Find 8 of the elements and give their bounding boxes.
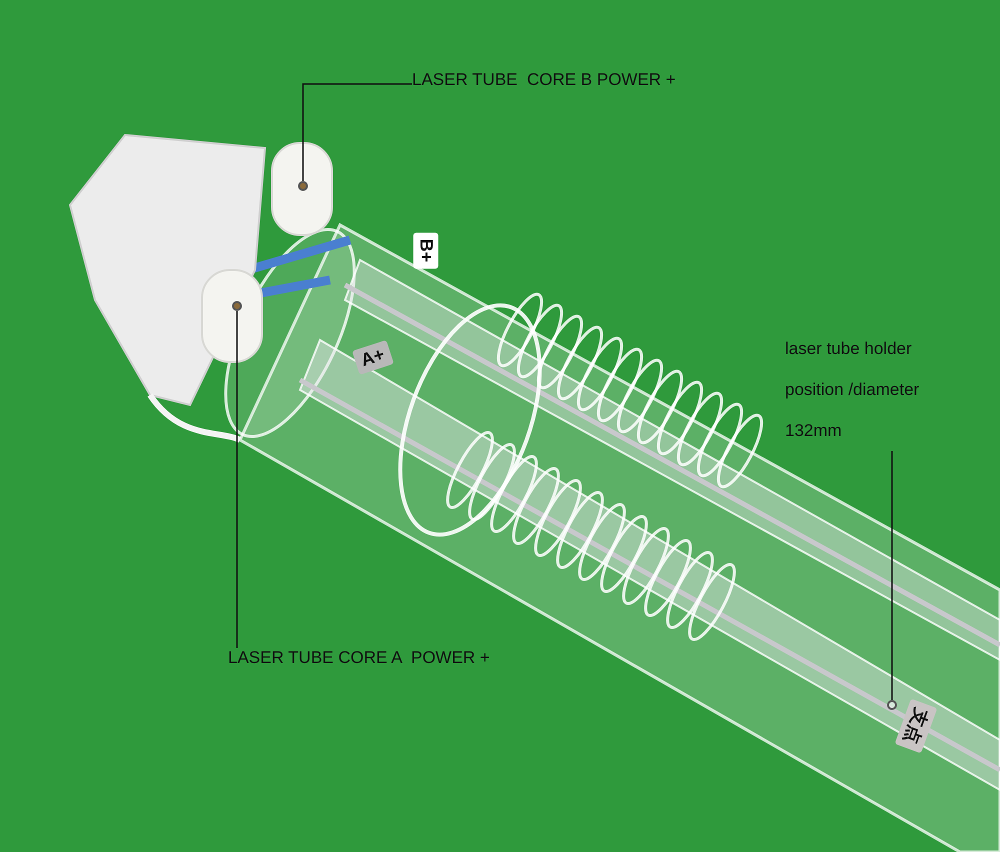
leader-line [236, 311, 238, 648]
leader-line [302, 83, 412, 181]
callout-label: LASER TUBE CORE B POWER + [412, 70, 676, 90]
holder-position-mark [887, 700, 897, 710]
sticker-label: B+ [413, 232, 438, 268]
leader-line [891, 451, 893, 700]
callout-label: laser tube holder position /diameter 132mm [785, 328, 957, 451]
callout-label: LASER TUBE CORE A POWER + [228, 648, 490, 668]
